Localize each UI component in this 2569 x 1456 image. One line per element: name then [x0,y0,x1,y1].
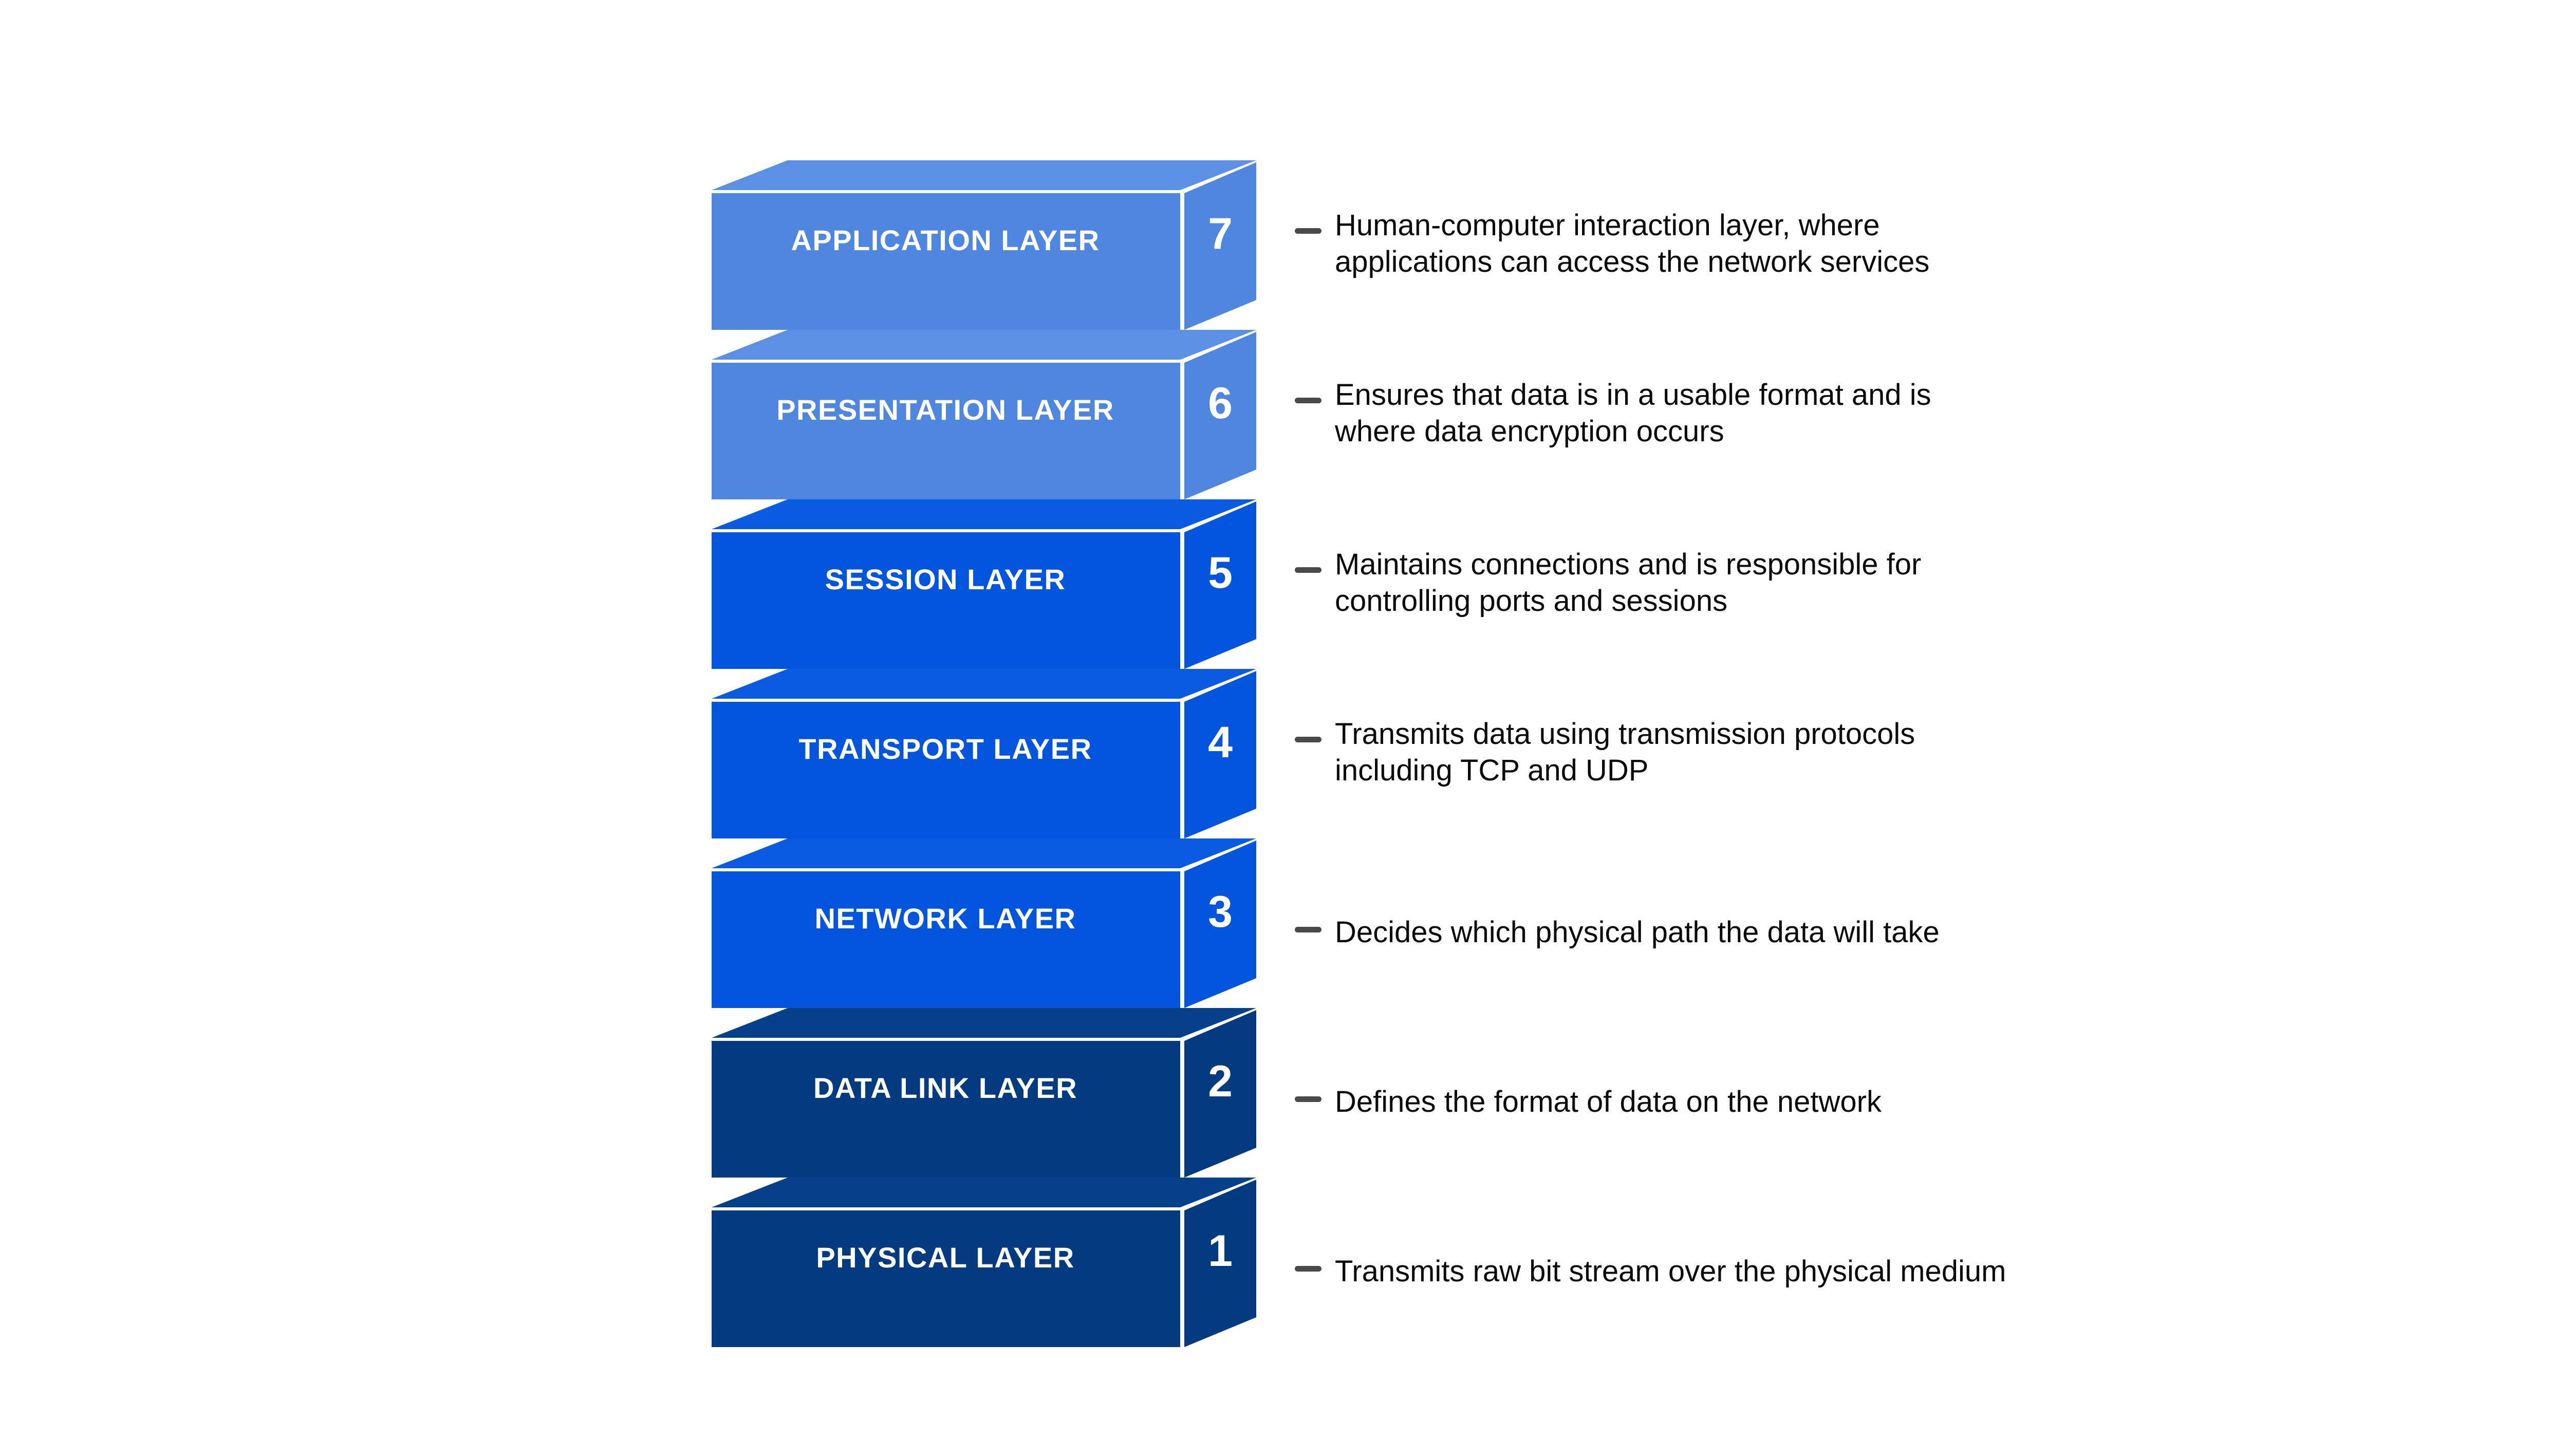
layer-description-block: Maintains connections and is responsible… [1295,499,2569,620]
connector-dash-icon [1295,398,1321,403]
connector-dash-icon [1295,737,1321,742]
layer-description-text: Decides which physical path the data wil… [1335,916,1940,949]
box-front-face [712,871,1180,1008]
box-side-face [1184,671,1256,838]
box-top-face [712,669,1256,699]
box-side-face [1184,501,1256,669]
box-front-face [712,363,1180,499]
layer-description-text: Defines the format of data on the networ… [1335,1085,1882,1118]
connector-dash-icon [1295,1266,1321,1272]
box-front-face [712,1210,1180,1347]
box-front-face [712,532,1180,669]
box-top-face [712,838,1256,868]
box-side-face [1184,332,1256,499]
layer-description-block: Decides which physical path the data wil… [1295,838,2569,951]
box-side-face [1184,841,1256,1008]
box-top-face [712,160,1256,190]
connector-dash-icon [1295,567,1321,573]
layer-description-text: Ensures that data is in a usable format … [1335,378,1931,448]
box-side-face [1184,1180,1256,1347]
connector-dash-icon [1295,927,1321,932]
box-front-face [712,1041,1180,1178]
box-front-face [712,193,1180,330]
layer-description-text: Transmits raw bit stream over the physic… [1335,1255,2006,1288]
layer-description-block: Transmits data using transmission protoc… [1295,669,2569,789]
layer-description-block: Ensures that data is in a usable format … [1295,330,2569,450]
box-top-face [712,1178,1256,1207]
box-front-face [712,702,1180,838]
box-top-face [712,1008,1256,1038]
box-top-face [712,330,1256,360]
layer-description-text: Human-computer interaction layer, where … [1335,209,1930,278]
layer-description-text: Transmits data using transmission protoc… [1335,717,1915,787]
layer-description-block: Defines the format of data on the networ… [1295,1008,2569,1121]
box-side-face [1184,1010,1256,1178]
layer-description-text: Maintains connections and is responsible… [1335,548,1922,618]
layer-description-block: Human-computer interaction layer, where … [1295,160,2569,281]
layer-description-block: Transmits raw bit stream over the physic… [1295,1178,2569,1290]
connector-dash-icon [1295,228,1321,234]
box-side-face [1184,162,1256,330]
connector-dash-icon [1295,1096,1321,1102]
box-top-face [712,499,1256,529]
